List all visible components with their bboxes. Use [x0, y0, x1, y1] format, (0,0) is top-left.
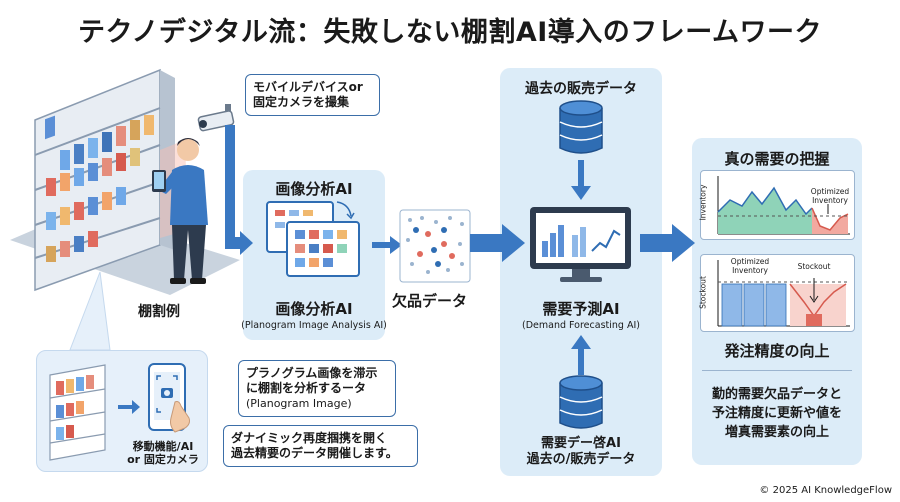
arrow-up-to-demand-ai: [571, 335, 591, 375]
planogram-callout-english: (Planogram Image): [246, 397, 352, 410]
database-icon-top: [559, 100, 603, 154]
demand-forecasting-ai-english: (Demand Forecasting AI): [522, 320, 640, 331]
copyright-text: © 2025 AI KnowledgeFlow: [759, 485, 892, 496]
inventory-chart: [717, 176, 850, 235]
image-ai-bottom-label: 画像分析AI: [275, 300, 353, 318]
inventory-axis-label: Inventory: [698, 184, 708, 221]
image-ai-english-label: (Planogram Image Analysis AI): [241, 320, 387, 331]
staff-person-icon: [152, 138, 208, 284]
stockout-label: Stockout: [797, 262, 831, 271]
optimized-inventory-label-1: Optimized Inventory: [810, 187, 850, 205]
stockout-chart: [717, 260, 850, 327]
database-icon-bottom: [559, 375, 603, 429]
flow-arrow-demand-ai-to-results: [640, 224, 695, 262]
shelf-example-label: 棚割例: [138, 304, 180, 320]
optimized-inventory-label-2: Optimized Inventory: [730, 257, 770, 275]
stockout-data-label: 欠品データ: [392, 292, 468, 310]
page-title: テクノデジタル流：失敗しない棚割AI導入のフレームワーク: [78, 17, 822, 48]
result-description: 勤的需要欠品データと 予注精度に更新や値を 増真需要素の向上: [711, 387, 842, 440]
arrow-right-small-icon: [118, 400, 140, 414]
demand-data-bottom-label: 需要デー啓AI 過去の/販売データ: [526, 436, 636, 467]
mobile-device-label: 移動機能/AI or 固定カメラ: [127, 440, 199, 466]
order-accuracy-label: 発注精度の向上: [724, 342, 830, 360]
results-divider: [702, 370, 852, 371]
store-shelf-illustration: [10, 68, 240, 295]
smartphone-scan-icon: [148, 363, 190, 433]
flow-arrow-image-ai-to-stockout: [372, 236, 402, 254]
dynamic-callout: ダナイミック再度掴携を開く 過去精要のデータ開催します。: [223, 425, 418, 467]
stockout-axis-label: Stockout: [698, 276, 708, 309]
planogram-callout-text: プラノグラム画像を滞示 に棚割を分析するータ: [246, 366, 378, 395]
arrow-down-to-demand-ai: [571, 160, 591, 200]
flow-arrow-camera-to-image-ai: [225, 125, 253, 255]
mobile-callout-pointer: [69, 271, 111, 351]
stockout-data-scatter-icon: [399, 209, 471, 283]
image-analysis-screens-icon: [266, 201, 360, 277]
image-ai-top-label: 画像分析AI: [275, 180, 353, 198]
security-camera-icon: [197, 104, 235, 132]
demand-forecasting-ai-label: 需要予測AI: [542, 300, 620, 318]
camera-callout: モバイルデバイスor 固定カメラを撮集: [245, 74, 380, 116]
demand-forecast-monitor-icon: [530, 207, 631, 282]
mini-shelf-icon: [49, 364, 106, 461]
planogram-callout: プラノグラム画像を滞示 に棚割を分析するータ (Planogram Image): [238, 360, 396, 417]
true-demand-label: 真の需要の把握: [724, 150, 830, 168]
past-sales-data-label: 過去の販売データ: [525, 81, 637, 97]
flow-arrow-stockout-to-demand-ai: [470, 224, 525, 262]
